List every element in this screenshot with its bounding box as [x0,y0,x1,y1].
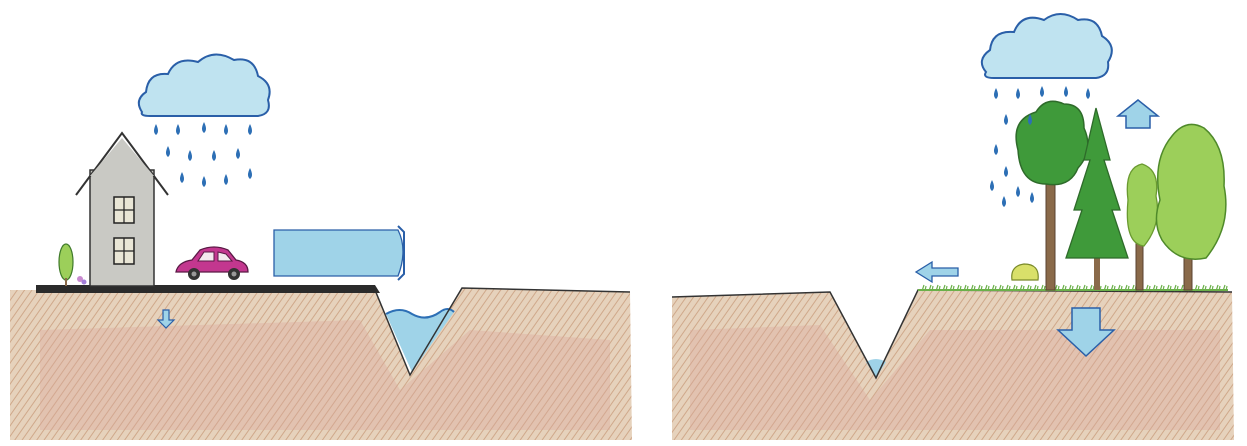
cloud-icon [139,54,270,116]
raindrop-icon [236,148,240,159]
urban-soil-tint [40,320,610,430]
raindrop-icon [990,180,994,191]
natural-soil-tint [690,325,1220,430]
raindrop-icon [994,144,998,155]
urban-pavement [36,285,380,293]
raindrop-icon [1030,192,1034,203]
raindrop-icon [1040,86,1044,97]
raindrop-icon [248,168,252,179]
raindrop-icon [1064,86,1068,97]
runoff-arrow-icon-natural [916,262,958,282]
natural-panel [672,14,1234,440]
bush-icon [1012,264,1038,280]
urban-rain [154,122,252,187]
raindrop-icon [1016,88,1020,99]
raindrop-icon [1002,196,1006,207]
raindrop-icon [248,124,252,135]
raindrop-icon [1004,114,1008,125]
car-icon [176,247,248,280]
house-window-upper [114,197,134,223]
urban-panel [10,54,632,440]
raindrop-icon [180,172,184,183]
evaporation-arrow-icon [1118,100,1158,128]
raindrop-icon [1016,186,1020,197]
raindrop-icon [176,124,180,135]
raindrop-icon [202,176,206,187]
tree-icon-large [1156,124,1225,290]
raindrop-icon [202,122,206,133]
raindrop-icon [224,124,228,135]
runoff-arrow-icon [274,226,404,280]
house-icon [76,133,168,286]
house-window-lower [114,238,134,264]
raindrop-icon [212,150,216,161]
raindrop-icon [166,146,170,157]
tree-icon [1016,101,1088,290]
raindrop-icon [224,174,228,185]
shrub-icon [59,244,87,286]
raindrop-icon [1086,88,1090,99]
raindrop-icon [1004,166,1008,177]
raindrop-icon [188,150,192,161]
raindrop-icon [994,88,998,99]
raindrop-icon [154,124,158,135]
cloud-icon-natural [982,14,1112,78]
tree-icon-small [1127,164,1157,290]
